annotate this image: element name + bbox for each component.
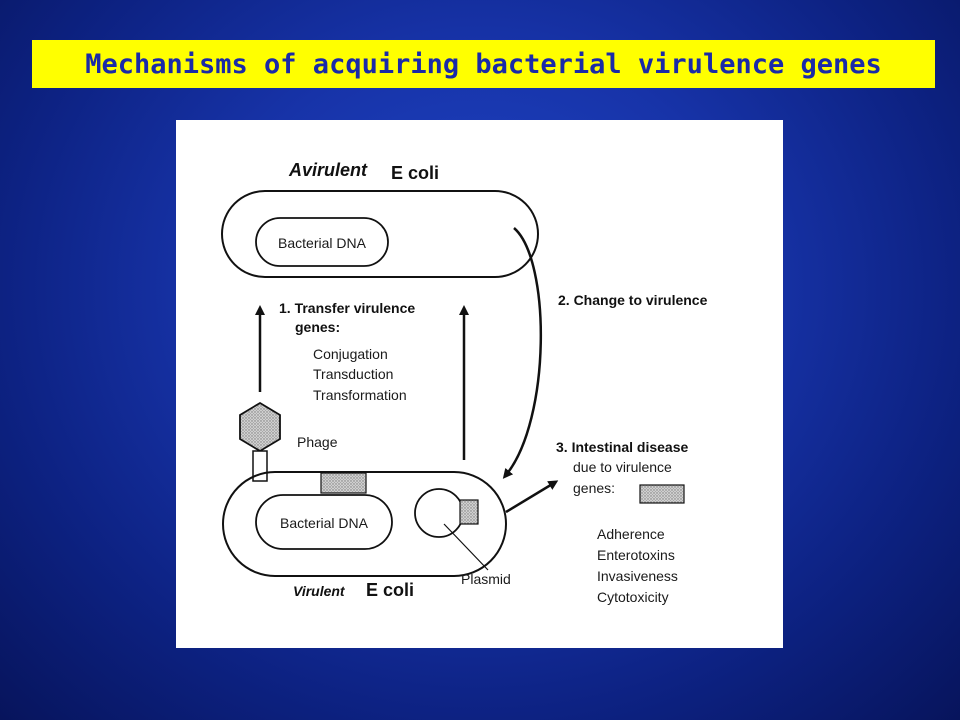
step1-item-transduction: Transduction <box>313 366 393 382</box>
step1-heading: 1. Transfer virulence <box>279 300 415 316</box>
bacterial-dna-top-label: Bacterial DNA <box>278 235 367 251</box>
chromosomal-gene-block <box>320 472 367 494</box>
diagram-panel: Avirulent E coli Bacterial DNA 1. Transf… <box>176 120 783 648</box>
step3-item-invasiveness: Invasiveness <box>597 568 678 584</box>
virulence-diagram: Avirulent E coli Bacterial DNA 1. Transf… <box>221 160 708 605</box>
virulent-cell <box>222 471 507 577</box>
plasmid-pointer-line <box>443 523 489 571</box>
virulence-gene-legend-block <box>639 484 685 504</box>
step3-item-cytotoxicity: Cytotoxicity <box>597 589 669 605</box>
virulent-ecoli-label: E coli <box>366 580 414 600</box>
avirulent-label: Avirulent <box>288 160 368 180</box>
bacterial-dna-top-shape <box>255 217 389 267</box>
phage-label: Phage <box>297 434 338 450</box>
plasmid-label: Plasmid <box>461 571 511 587</box>
bacterial-dna-bottom-shape <box>255 494 393 550</box>
step3-heading: 3. Intestinal disease <box>556 439 688 455</box>
step3-item-enterotoxins: Enterotoxins <box>597 547 675 563</box>
plasmid-gene-block <box>459 499 479 525</box>
step1-item-conjugation: Conjugation <box>313 346 388 362</box>
title-bar: Mechanisms of acquiring bacterial virule… <box>32 40 935 88</box>
avirulent-cell <box>221 190 539 278</box>
step1-item-transformation: Transformation <box>313 387 407 403</box>
slide-title: Mechanisms of acquiring bacterial virule… <box>85 48 882 80</box>
bacterial-dna-bottom-label: Bacterial DNA <box>280 515 369 531</box>
disease-arrow <box>505 480 559 514</box>
phage-icon <box>239 401 281 453</box>
avirulent-ecoli-label: E coli <box>391 163 439 183</box>
step3-line3: genes: <box>573 480 615 496</box>
step1-heading-cont: genes: <box>295 319 340 335</box>
step2-label: 2. Change to virulence <box>558 292 708 308</box>
change-to-virulence-arrow <box>502 227 543 479</box>
step3-item-adherence: Adherence <box>597 526 665 542</box>
step3-line2: due to virulence <box>573 459 672 475</box>
plasmid-circle <box>414 488 464 538</box>
virulent-label: Virulent <box>293 583 346 599</box>
